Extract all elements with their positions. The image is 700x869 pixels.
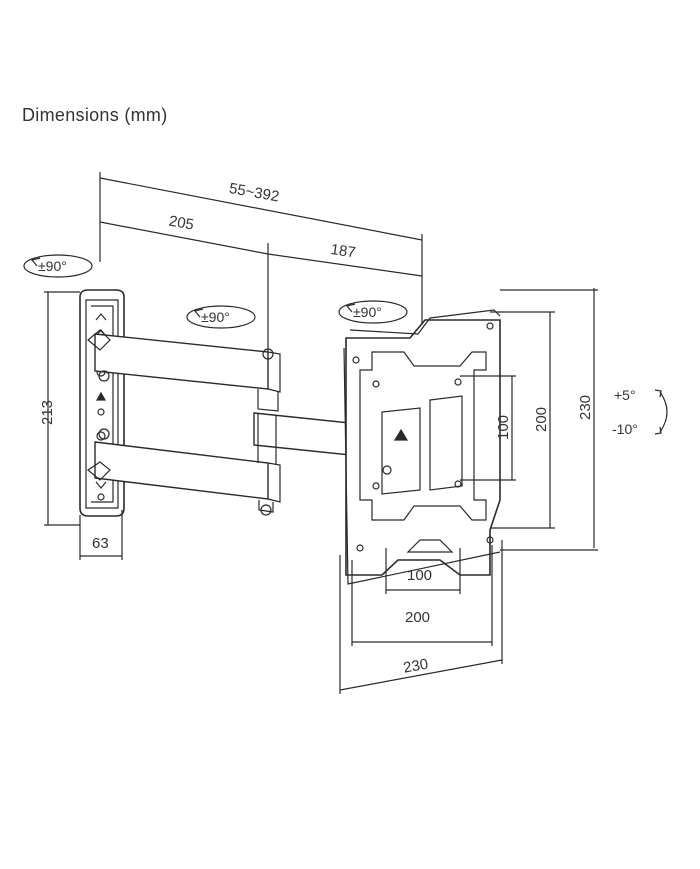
dim-wall-plate-width: 63 — [92, 535, 109, 552]
tilt-down: -10° — [612, 421, 638, 437]
rotation-wall-swivel: ±90° — [38, 258, 67, 274]
dim-vesa-h-large: 200 — [405, 609, 430, 626]
vesa-plate — [343, 309, 501, 585]
upper-arm — [94, 333, 281, 412]
dim-vesa-h-small: 100 — [407, 567, 432, 584]
top-dimension-lines — [99, 172, 423, 352]
dim-arm-second: 187 — [330, 241, 357, 261]
arm-brackets — [86, 329, 111, 481]
tilt-up: +5° — [614, 387, 636, 403]
dim-plate-height: 230 — [577, 395, 594, 420]
dim-arm-extension: 55~392 — [228, 180, 281, 206]
center-joint — [253, 412, 351, 465]
dim-vesa-v-large: 200 — [533, 407, 550, 432]
dim-arm-first: 205 — [168, 213, 196, 234]
head-swivel-arrow-icon — [338, 300, 408, 324]
rotation-head-swivel: ±90° — [353, 304, 382, 320]
arm-swivel-arrow-icon — [186, 305, 256, 329]
wall-swivel-arrow-icon — [23, 254, 93, 278]
tilt-arrow-icon — [654, 389, 668, 435]
vesa-vertical-dimension-lines — [460, 288, 598, 551]
rotation-arm-swivel: ±90° — [201, 309, 230, 325]
dim-plate-width: 230 — [402, 656, 430, 677]
dim-wall-plate-height: 213 — [39, 400, 56, 425]
vesa-horizontal-dimension-lines — [339, 540, 503, 694]
dim-vesa-v-small: 100 — [495, 415, 512, 440]
wall-plate — [79, 289, 125, 517]
wall-plate-dimension-lines — [44, 291, 123, 560]
lower-arm — [94, 441, 281, 516]
page-title: Dimensions (mm) — [22, 105, 168, 125]
